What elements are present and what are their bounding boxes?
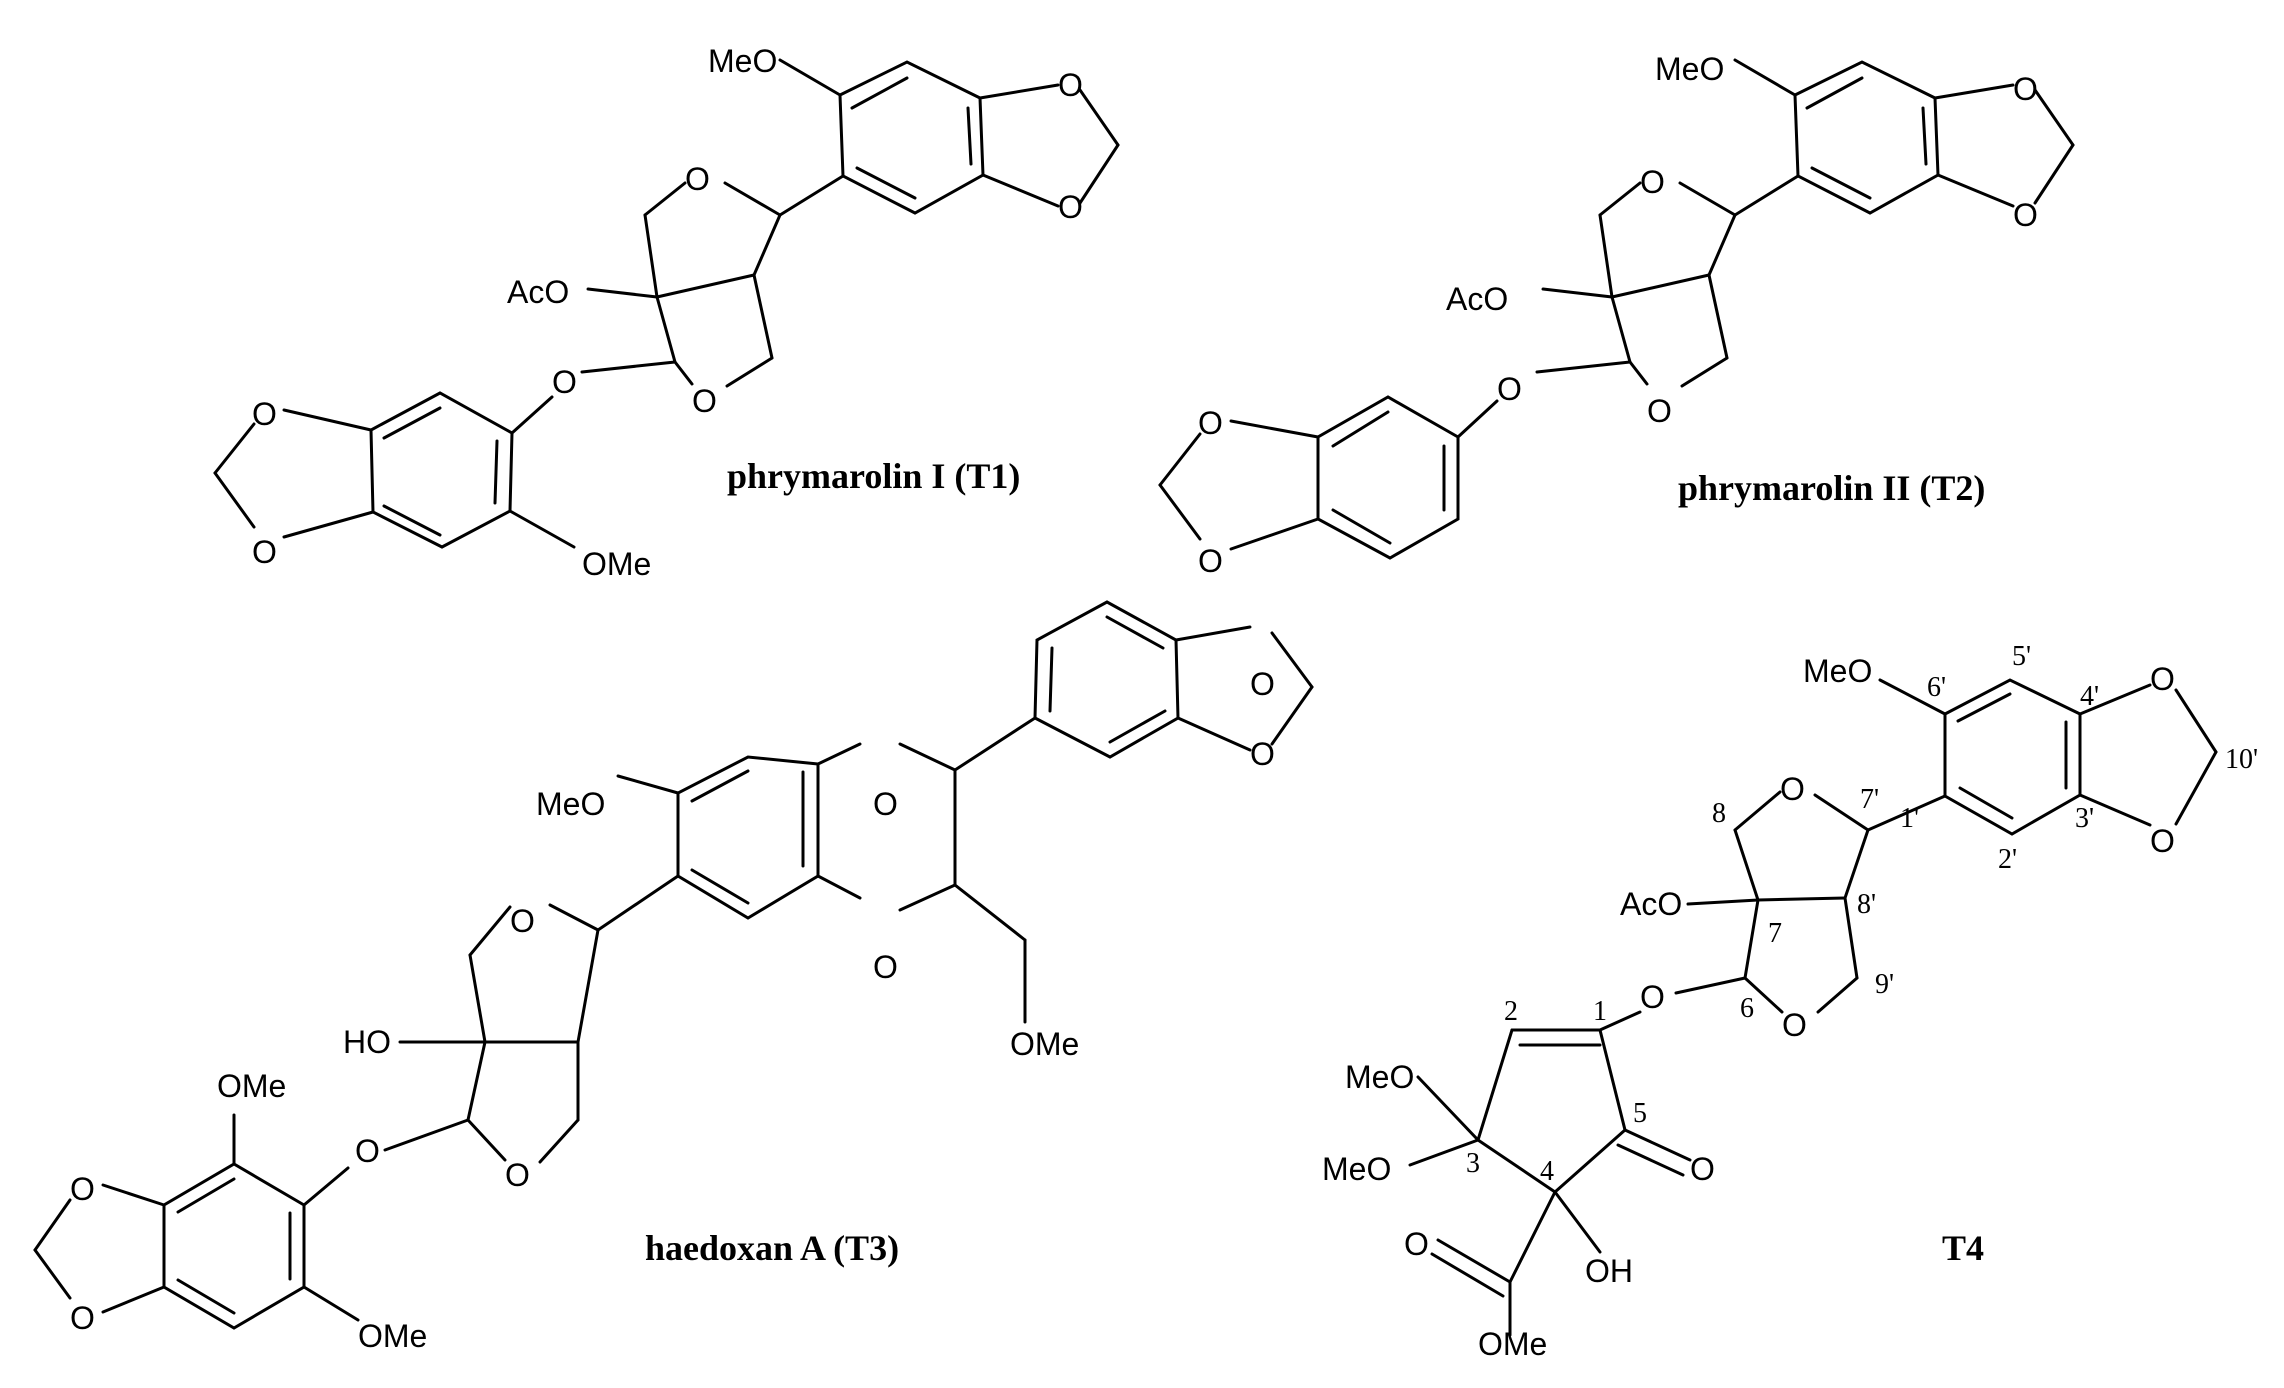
locant-1prime: 1' (1900, 803, 1919, 834)
structure-t4 (1408, 678, 2218, 1337)
t4-oxygen: O (1640, 979, 1665, 1015)
locant-4: 4 (1540, 1156, 1554, 1187)
t1-labels: MeO O O O AcO O O O O OMe (252, 43, 1083, 582)
t1-ome-bottom: OMe (582, 546, 651, 582)
locant-3: 3 (1466, 1148, 1480, 1179)
t2-meo-top: MeO (1655, 51, 1724, 87)
t4-meo-c3-top: MeO (1345, 1059, 1414, 1095)
t4-oxygen: O (1780, 771, 1805, 807)
t3-ome-top: OMe (217, 1068, 286, 1104)
locant-9prime: 9' (1875, 969, 1894, 1000)
t2-oxygen: O (2013, 71, 2038, 107)
locant-7: 7 (1768, 918, 1782, 949)
t1-oxygen: O (1058, 67, 1083, 103)
t3-oxygen: O (873, 786, 898, 822)
t1-oxygen: O (552, 364, 577, 400)
locant-2prime: 2' (1998, 844, 2017, 875)
t3-oxygen: O (355, 1133, 380, 1169)
t3-ho: HO (343, 1024, 391, 1060)
locant-7prime: 7' (1860, 784, 1879, 815)
t3-oxygen: O (510, 903, 535, 939)
t1-aco: AcO (507, 274, 569, 310)
t3-oxygen: O (70, 1171, 95, 1207)
locant-10prime: 10' (2225, 744, 2258, 775)
t1-compound-name: phrymarolin I (T1) (727, 456, 1020, 496)
t4-ome-ester: OMe (1478, 1326, 1547, 1362)
t3-oxygen: O (873, 949, 898, 985)
t2-oxygen: O (1640, 164, 1665, 200)
t4-meo-c3-bottom: MeO (1322, 1151, 1391, 1187)
locant-8: 8 (1712, 798, 1726, 829)
locant-1: 1 (1593, 996, 1607, 1027)
structure-t2 (1158, 58, 2075, 560)
t3-oxygen: O (70, 1300, 95, 1336)
t1-oxygen: O (252, 396, 277, 432)
locant-4prime: 4' (2080, 681, 2099, 712)
t4-locants: 5' 6' 4' 10' 7' 8 1' 3' 2' 8' 7 9' 6 2 1… (1466, 641, 2258, 1187)
t2-oxygen: O (2013, 197, 2038, 233)
locant-6: 6 (1740, 993, 1754, 1024)
t3-labels: O O MeO O O O HO OMe OMe O O O OMe O (70, 666, 1275, 1354)
locant-3prime: 3' (2075, 803, 2094, 834)
t1-oxygen: O (685, 161, 710, 197)
t4-meo: MeO (1803, 653, 1872, 689)
t4-labels: MeO O O O AcO O O MeO MeO O O OH OMe (1322, 653, 2175, 1362)
t3-compound-name: haedoxan A (T3) (645, 1228, 899, 1268)
t1-oxygen: O (1058, 189, 1083, 225)
t3-ome-bottom: OMe (358, 1318, 427, 1354)
t3-oxygen: O (1250, 736, 1275, 772)
t1-oxygen: O (692, 383, 717, 419)
t4-ester-oxygen: O (1404, 1226, 1429, 1262)
structure-t3 (33, 600, 1314, 1330)
t4-ketone-oxygen: O (1690, 1151, 1715, 1187)
t3-oxygen: O (505, 1157, 530, 1193)
t2-compound-name: phrymarolin II (T2) (1678, 468, 1985, 508)
t3-oxygen: O (1250, 666, 1275, 702)
t2-oxygen: O (1198, 543, 1223, 579)
locant-2: 2 (1504, 996, 1518, 1027)
structure-t1 (213, 58, 1120, 549)
t2-aco: AcO (1446, 281, 1508, 317)
t1-oxygen: O (252, 534, 277, 570)
t2-oxygen: O (1497, 371, 1522, 407)
t4-hydroxyl: OH (1585, 1253, 1633, 1289)
t4-oxygen: O (2150, 661, 2175, 697)
locant-5: 5 (1633, 1098, 1647, 1129)
t2-oxygen: O (1647, 393, 1672, 429)
t2-oxygen: O (1198, 405, 1223, 441)
t4-oxygen: O (1782, 1007, 1807, 1043)
t4-aco: AcO (1620, 886, 1682, 922)
locant-8prime: 8' (1857, 889, 1876, 920)
t4-compound-name: T4 (1942, 1228, 1984, 1268)
t1-meo-top: MeO (708, 43, 777, 79)
locant-6prime: 6' (1927, 672, 1946, 703)
t4-oxygen: O (2150, 823, 2175, 859)
t2-labels: MeO O O O AcO O O O O (1198, 51, 2038, 579)
locant-5prime: 5' (2012, 641, 2031, 672)
t3-ome-chain: OMe (1010, 1026, 1079, 1062)
t3-meo: MeO (536, 786, 605, 822)
